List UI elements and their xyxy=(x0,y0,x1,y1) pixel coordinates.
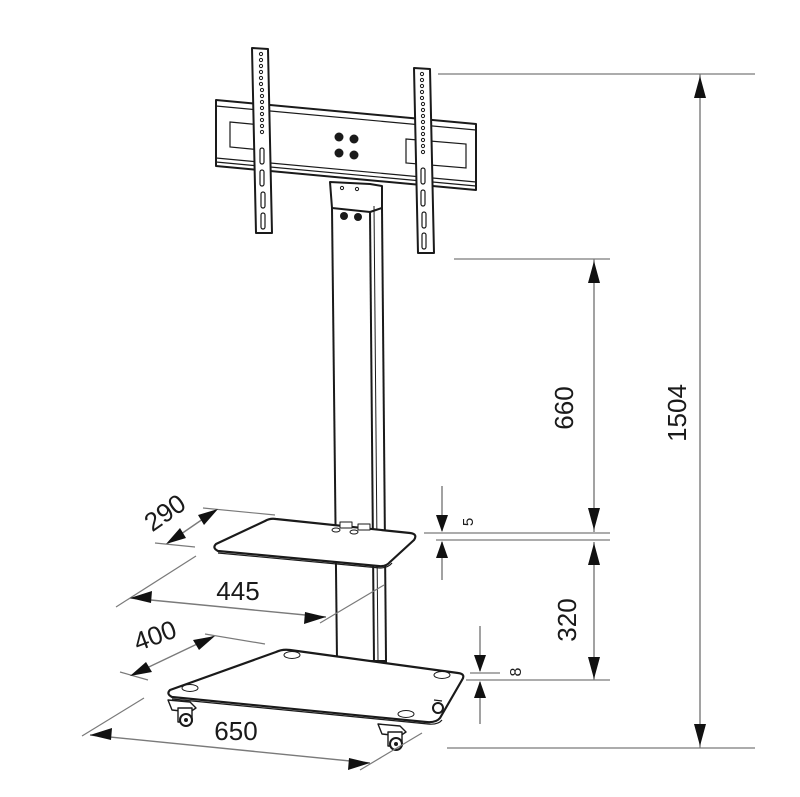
glass-base xyxy=(167,648,465,725)
dim-shelf-width: 445 xyxy=(115,555,385,624)
dim-base-to-shelf: 320 xyxy=(466,542,610,681)
dim-base-thickness: 8 xyxy=(470,626,525,724)
label-8: 8 xyxy=(508,667,525,676)
right-arm-holes xyxy=(419,71,426,155)
label-5: 5 xyxy=(460,518,477,526)
label-650: 650 xyxy=(214,716,257,746)
label-1504: 1504 xyxy=(662,384,692,442)
column xyxy=(329,181,387,671)
glass-shelf xyxy=(213,517,417,569)
label-400: 400 xyxy=(129,614,180,657)
label-320: 320 xyxy=(552,598,582,641)
wheel-icon xyxy=(167,699,197,727)
label-290: 290 xyxy=(138,488,191,537)
wheel-icon xyxy=(432,699,444,714)
dim-base-width: 650 xyxy=(81,697,423,771)
mount-bracket xyxy=(215,47,477,254)
dim-total-height: 1504 xyxy=(438,73,755,749)
dim-shelf-to-bracket: 660 xyxy=(454,258,610,532)
wheel-icon xyxy=(377,723,407,751)
label-445: 445 xyxy=(216,576,259,606)
label-660: 660 xyxy=(549,386,579,429)
castor-wheels xyxy=(167,699,444,751)
dim-shelf-thickness: 5 xyxy=(424,486,610,580)
left-arm-holes xyxy=(258,51,265,135)
